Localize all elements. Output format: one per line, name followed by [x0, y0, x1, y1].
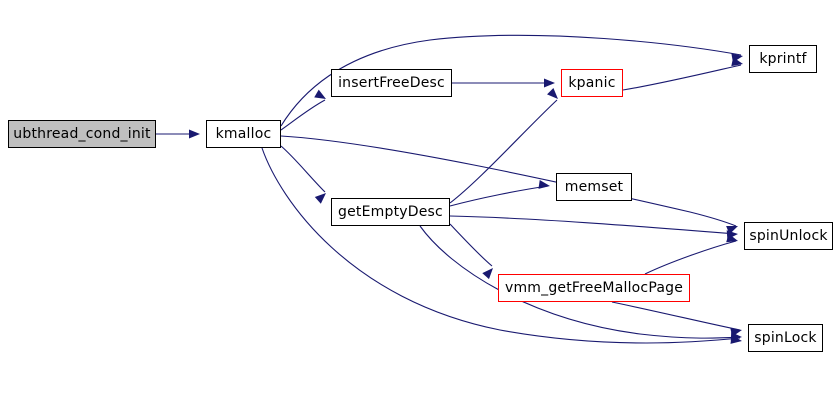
arrowhead-to-kpanic [544, 78, 555, 88]
node-label-vmm_getFreeMallocPage: vmm_getFreeMallocPage [504, 280, 684, 296]
node-label-memset: memset [564, 179, 624, 195]
edge-getEmptyDesc-to-spinLock [419, 225, 741, 339]
node-insertFreeDesc[interactable]: insertFreeDesc [331, 69, 452, 97]
node-label-insertFreeDesc: insertFreeDesc [338, 75, 445, 91]
edge-kmalloc-to-spinLock [261, 147, 741, 344]
node-getEmptyDesc[interactable]: getEmptyDesc [331, 198, 450, 226]
node-memset[interactable]: memset [556, 173, 632, 201]
arrowhead-to-insertFreeDesc [314, 89, 326, 99]
arrowhead-to-spinLock [730, 335, 742, 344]
edge-vmm_getFreeMallocPage-to-spinLock [611, 301, 741, 331]
edge-kmalloc-to-kprintf [280, 34, 742, 127]
edge-getEmptyDesc-to-vmm_getFreeMallocPage [449, 223, 493, 267]
edge-getEmptyDesc-to-spinUnlock [449, 215, 737, 235]
edge-kmalloc-to-insertFreeDesc [280, 99, 326, 131]
node-ubthread_cond_init[interactable]: ubthread_cond_init [8, 120, 156, 148]
node-kmalloc[interactable]: kmalloc [206, 120, 281, 148]
edge-vmm_getFreeMallocPage-to-spinUnlock [644, 240, 737, 275]
arrowhead-to-spinUnlock [726, 233, 738, 243]
arrowhead-to-kpanic [547, 88, 558, 99]
node-kpanic[interactable]: kpanic [561, 69, 623, 97]
node-label-kmalloc: kmalloc [215, 126, 272, 142]
arrowhead-to-vmm_getFreeMallocPage [482, 268, 493, 280]
node-spinUnlock[interactable]: spinUnlock [744, 222, 833, 250]
arrowhead-to-kmalloc [189, 129, 200, 139]
arrowhead-to-kprintf [731, 57, 743, 67]
node-label-getEmptyDesc: getEmptyDesc [338, 204, 443, 220]
node-label-kpanic: kpanic [568, 75, 616, 91]
edge-getEmptyDesc-to-kpanic [449, 99, 558, 204]
node-vmm_getFreeMallocPage[interactable]: vmm_getFreeMallocPage [498, 274, 690, 302]
node-spinLock[interactable]: spinLock [748, 324, 823, 352]
edge-kpanic-to-kprintf [622, 64, 742, 91]
node-kprintf[interactable]: kprintf [749, 45, 817, 73]
edge-kmalloc-to-getEmptyDesc [280, 145, 326, 193]
node-label-spinLock: spinLock [754, 330, 817, 346]
node-label-ubthread_cond_init: ubthread_cond_init [13, 126, 151, 142]
node-label-kprintf: kprintf [759, 51, 807, 67]
node-label-spinUnlock: spinUnlock [749, 228, 828, 244]
edge-getEmptyDesc-to-memset [449, 185, 549, 207]
arrowhead-to-getEmptyDesc [314, 193, 326, 204]
arrowhead-to-memset [538, 180, 550, 189]
